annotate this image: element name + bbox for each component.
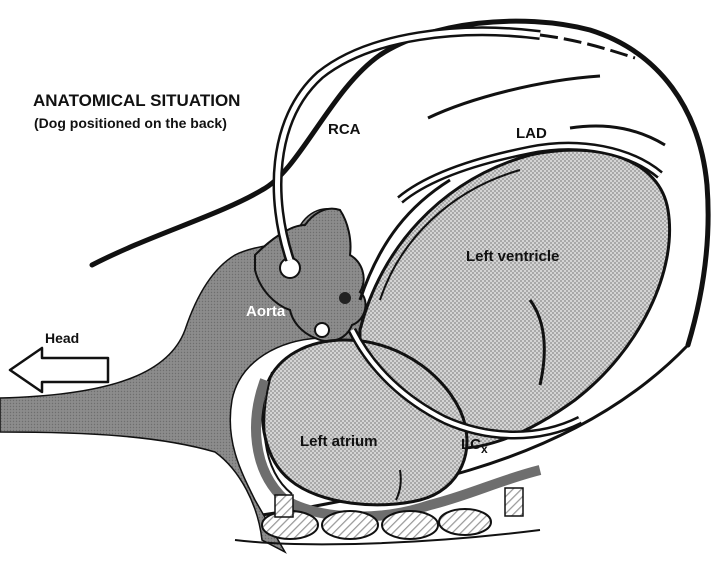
figure-subtitle: (Dog positioned on the back) bbox=[34, 115, 227, 131]
lad-upper-branch bbox=[428, 76, 600, 118]
label-left-ventricle: Left ventricle bbox=[466, 248, 559, 265]
label-left-atrium: Left atrium bbox=[300, 433, 378, 450]
aorta-vessel-stump-2 bbox=[315, 323, 329, 337]
aorta-vessel-stump-3 bbox=[339, 292, 351, 304]
label-lcx-main: LC bbox=[461, 436, 481, 453]
label-rca: RCA bbox=[328, 121, 361, 138]
label-aorta: Aorta bbox=[246, 303, 286, 320]
figure-title: ANATOMICAL SITUATION bbox=[33, 91, 240, 110]
aorta-vessel-stump-1 bbox=[280, 258, 300, 278]
lad-branch-2 bbox=[570, 126, 665, 145]
rca-dashed bbox=[540, 35, 635, 58]
label-head: Head bbox=[45, 330, 79, 346]
label-lcx-sub: x bbox=[481, 442, 488, 456]
head-arrow-icon bbox=[10, 348, 108, 392]
label-lad: LAD bbox=[516, 125, 547, 142]
